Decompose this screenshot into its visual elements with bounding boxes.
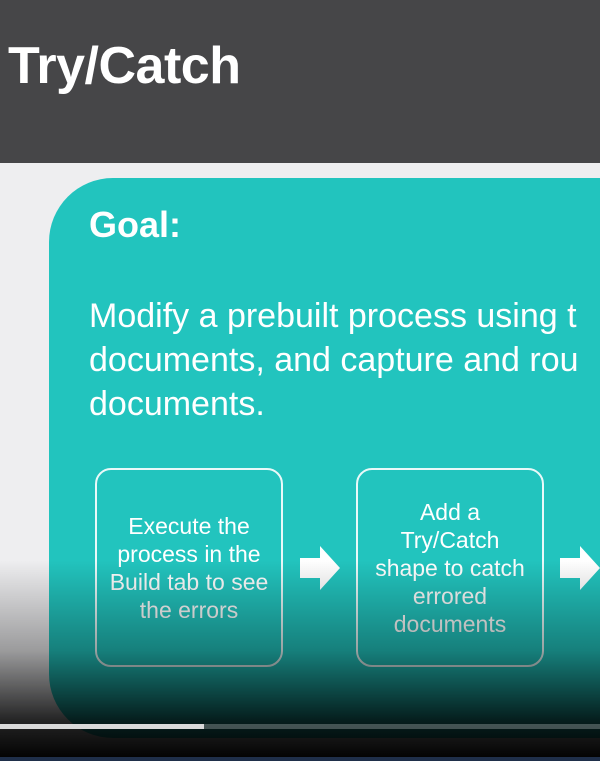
step-box-add-try-catch: Add a Try/Catch shape to catch errored d… — [356, 468, 544, 667]
goal-card: Goal: Modify a prebuilt process using t d… — [49, 178, 600, 738]
step-box-execute-process: Execute the process in the Build tab to … — [95, 468, 283, 667]
step-label: Add a Try/Catch shape to catch errored d… — [375, 498, 525, 637]
bottom-strip — [0, 757, 600, 761]
video-progress-fill — [0, 724, 204, 729]
arrow-right-icon — [300, 546, 340, 590]
goal-text-line: documents, and capture and rou — [89, 341, 579, 379]
slide-title: Try/Catch — [8, 37, 241, 95]
video-progress-bar[interactable] — [0, 724, 600, 729]
step-label: Execute the process in the Build tab to … — [109, 512, 269, 623]
arrow-right-icon — [560, 546, 600, 590]
goal-text-line: documents. — [89, 385, 265, 423]
goal-text: Modify a prebuilt process using t documen… — [89, 294, 600, 426]
goal-text-line: Modify a prebuilt process using t — [89, 297, 577, 335]
goal-heading: Goal: — [89, 204, 182, 245]
slide-title-bar: Try/Catch — [0, 0, 600, 163]
